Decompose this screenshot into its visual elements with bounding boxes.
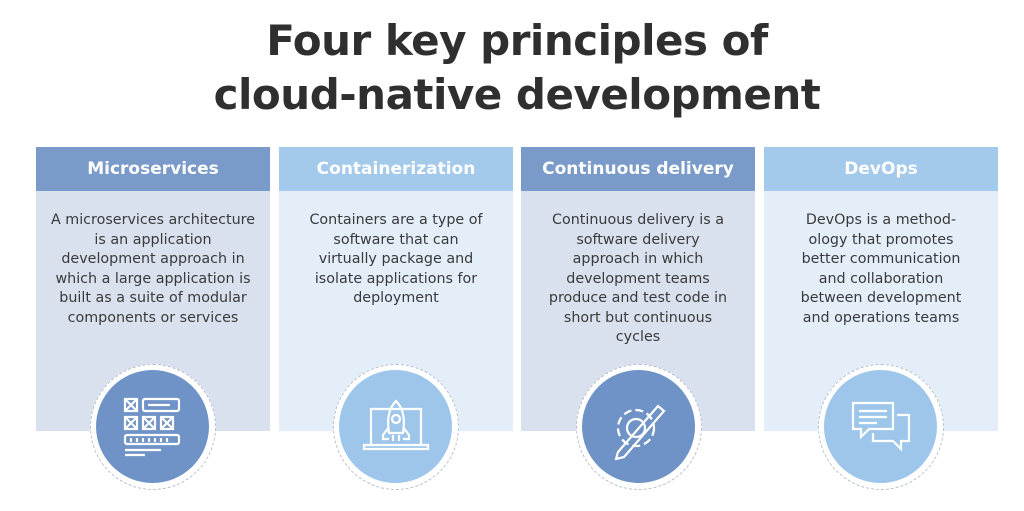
modular-grid-icon <box>96 370 209 483</box>
icon-ring <box>333 364 459 490</box>
gear-pencil-icon <box>582 370 695 483</box>
rocket-laptop-icon <box>339 370 452 483</box>
card-header: Containerization <box>279 147 513 191</box>
principle-card-containerization: Containerization Containers are a type o… <box>279 147 513 431</box>
principle-card-continuous-delivery: Continuous delivery Continuous delivery … <box>521 147 755 431</box>
card-description: DevOps is a method-ology that promotes b… <box>800 212 962 326</box>
icon-ring <box>818 364 944 490</box>
card-description: Containers are a type of software that c… <box>309 212 483 306</box>
title-line-2: cloud-native development <box>213 70 821 119</box>
principle-card-microservices: Microservices A microservices architectu… <box>36 147 270 431</box>
icon-ring <box>90 364 216 490</box>
title-line-1: Four key principles of <box>266 16 768 65</box>
card-header: DevOps <box>764 147 998 191</box>
chat-bubbles-icon <box>824 370 937 483</box>
card-header: Continuous delivery <box>521 147 755 191</box>
icon-ring <box>576 364 702 490</box>
card-description: Continuous delivery is a software delive… <box>548 212 728 345</box>
card-header: Microservices <box>36 147 270 191</box>
page-title: Four key principles of cloud-native deve… <box>0 14 1024 122</box>
card-description: A microservices architecture is an appli… <box>50 212 256 326</box>
